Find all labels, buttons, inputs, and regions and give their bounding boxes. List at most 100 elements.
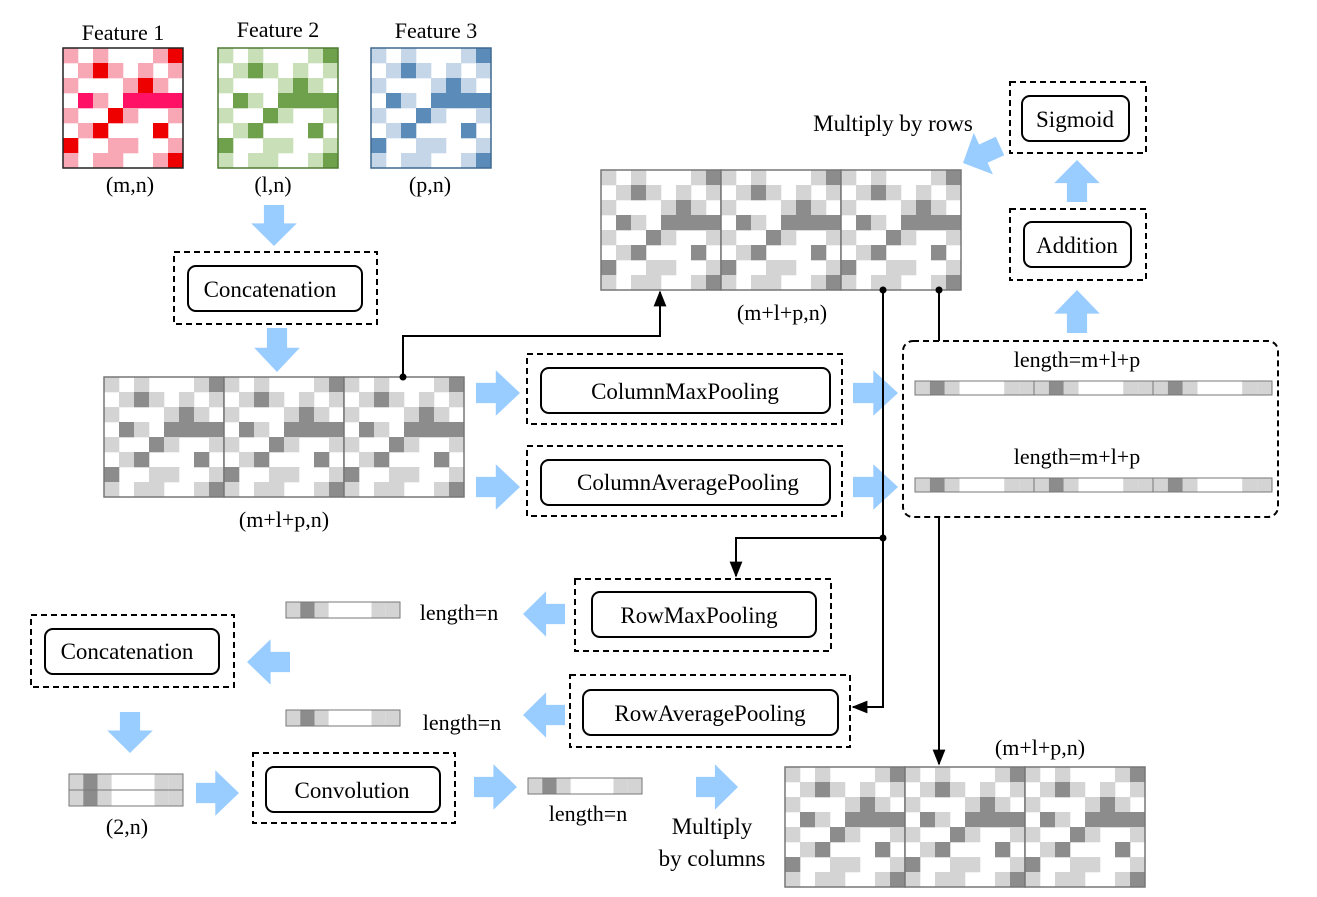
output-matrix-block-3-cell <box>1040 782 1056 798</box>
row-weighted-matrix-block-1-cell <box>676 200 692 216</box>
output-matrix-block-3-cell <box>1025 872 1041 888</box>
length-column-max: length=m+l+p <box>1014 347 1140 372</box>
row-weighted-matrix-block-1-cell <box>691 275 707 291</box>
concatenated-matrix-block-3-cell <box>374 482 390 498</box>
concatenated-matrix-block-2-cell <box>284 407 300 423</box>
feature-1-border <box>62 47 184 169</box>
feature-1-cell <box>63 153 79 169</box>
feature-3-cell <box>446 78 462 94</box>
column-max-pooling-label: ColumnMaxPooling <box>591 379 779 404</box>
concatenated-matrix-block-1-cell <box>209 467 225 483</box>
arrow-concat-to-stacked <box>107 712 153 753</box>
row-weighted-matrix-block-1-cell <box>661 260 677 276</box>
feature-1-cell <box>63 78 79 94</box>
feature-1-cell <box>168 138 184 154</box>
dot-weighted-1 <box>879 286 887 294</box>
row-weighted-matrix-block-2-cell <box>751 170 767 186</box>
feature-3-cell <box>401 153 417 169</box>
row-weighted-matrix-block-1-cell <box>706 275 722 291</box>
output-matrix-block <box>1024 766 1146 888</box>
concatenated-matrix-block-1-cell <box>134 377 150 393</box>
concatenated-matrix-block-1-cell <box>119 452 135 468</box>
row-weighted-matrix-block-3-cell <box>916 200 932 216</box>
row-weighted-matrix-block-1-cell <box>616 185 632 201</box>
stacked-shape-label: (2,n) <box>106 814 148 839</box>
stacked-vector-top-cell <box>69 774 84 790</box>
output-matrix-block-3-cell <box>1025 827 1041 843</box>
output-matrix-block <box>904 766 1026 888</box>
row-weighted-matrix-block-1-cell <box>646 185 662 201</box>
column-average-vector-cell <box>1212 478 1228 492</box>
row-weighted-matrix-block-1-cell <box>661 215 677 231</box>
row-weighted-matrix-block-2-cell <box>781 260 797 276</box>
row-weighted-matrix-block-3-cell <box>946 230 962 246</box>
output-matrix-block-2-cell <box>920 782 936 798</box>
addition-dashed-box <box>1009 208 1147 281</box>
output-matrix-block-1-cell <box>875 872 891 888</box>
length-row-average: length=n <box>423 710 501 735</box>
stacked-vector-top-cell <box>83 774 98 790</box>
concatenated-matrix-block-2-cell <box>329 377 345 393</box>
column-max-vector-cell <box>1153 381 1168 395</box>
row-weighted-matrix-block-1-cell <box>706 260 722 276</box>
feature-2-cell <box>218 78 234 94</box>
column-max-vector-cell <box>929 381 945 395</box>
output-matrix-block-3-cell <box>1040 842 1056 858</box>
feature-1-cell <box>93 48 109 64</box>
column-average-vector-cell <box>1048 478 1064 492</box>
row-weighted-matrix-block-3-cell <box>841 275 857 291</box>
column-max-pooling-box <box>540 367 831 414</box>
row-weighted-matrix-block-2-cell <box>736 185 752 201</box>
row-weighted-matrix-block-2-cell <box>781 200 797 216</box>
concatenation-bottom-box <box>44 628 220 675</box>
concatenated-matrix-block-2-cell <box>329 482 345 498</box>
row-weighted-matrix-block-3-cell <box>946 185 962 201</box>
concatenated-matrix <box>103 376 465 498</box>
output-matrix-block-3-cell <box>1055 872 1071 888</box>
output-matrix-block-3-cell <box>1130 857 1146 873</box>
concatenated-matrix-block-1-cell <box>209 377 225 393</box>
concatenated-matrix-block-1-cell <box>134 422 150 438</box>
row-weighted-matrix-block-2-cell <box>766 185 782 201</box>
output-matrix-block-1-cell <box>860 812 876 828</box>
row-weighted-matrix-block-1-cell <box>601 260 617 276</box>
row-weighted-matrix-block <box>720 169 842 291</box>
feature-2-cell <box>308 123 324 139</box>
row-weighted-matrix-block-1-cell <box>616 215 632 231</box>
concatenated-matrix-block-1-cell <box>209 437 225 453</box>
feature-1-cell <box>168 63 184 79</box>
concatenated-matrix-block-2-cell <box>314 377 330 393</box>
stacked-vector-bottom-cell <box>111 790 126 806</box>
column-average-vector-cell <box>1063 478 1079 492</box>
concatenation-top-box <box>187 265 363 312</box>
concatenated-matrix-block-3-cell <box>434 377 450 393</box>
dot-weighted-2 <box>935 286 943 294</box>
output-matrix-block-2-cell <box>950 827 966 843</box>
convolution-output-vector-cell <box>528 778 543 794</box>
feature-1-cell <box>63 108 79 124</box>
row-weighted-matrix-block-2-cell <box>766 260 782 276</box>
concatenated-matrix-block-1-cell <box>134 482 150 498</box>
row-max-pooling-dashed-box <box>574 578 832 652</box>
multiply-by-columns-label-1: Multiply <box>672 814 753 839</box>
column-max-vector-cell <box>915 381 930 395</box>
arrow-features-to-concat <box>251 205 297 246</box>
output-matrix-block-3-cell <box>1070 827 1086 843</box>
feature-1-cell <box>153 123 169 139</box>
arrow-matrix-to-colavg <box>476 464 520 510</box>
row-weighted-matrix-block-2-cell <box>796 215 812 231</box>
row-average-pooling-box <box>582 689 839 736</box>
concatenation-bottom-dashed-box <box>30 614 235 688</box>
row-max-vector-cell <box>286 602 301 618</box>
output-matrix-block-2-cell <box>950 872 966 888</box>
concatenated-matrix-block-3-cell <box>374 392 390 408</box>
column-average-vector-cell <box>915 478 930 492</box>
row-weighted-matrix-block-3-cell <box>886 260 902 276</box>
column-average-vector-cell <box>1242 478 1258 492</box>
concatenated-matrix-block-2-cell <box>269 482 285 498</box>
pooled-vectors-dashed-box <box>902 340 1279 518</box>
column-max-vector-cell <box>1227 381 1243 395</box>
feature-1-cell <box>123 138 139 154</box>
row-weighted-matrix-block-3-cell <box>856 215 872 231</box>
output-matrix-block-3-cell <box>1055 812 1071 828</box>
